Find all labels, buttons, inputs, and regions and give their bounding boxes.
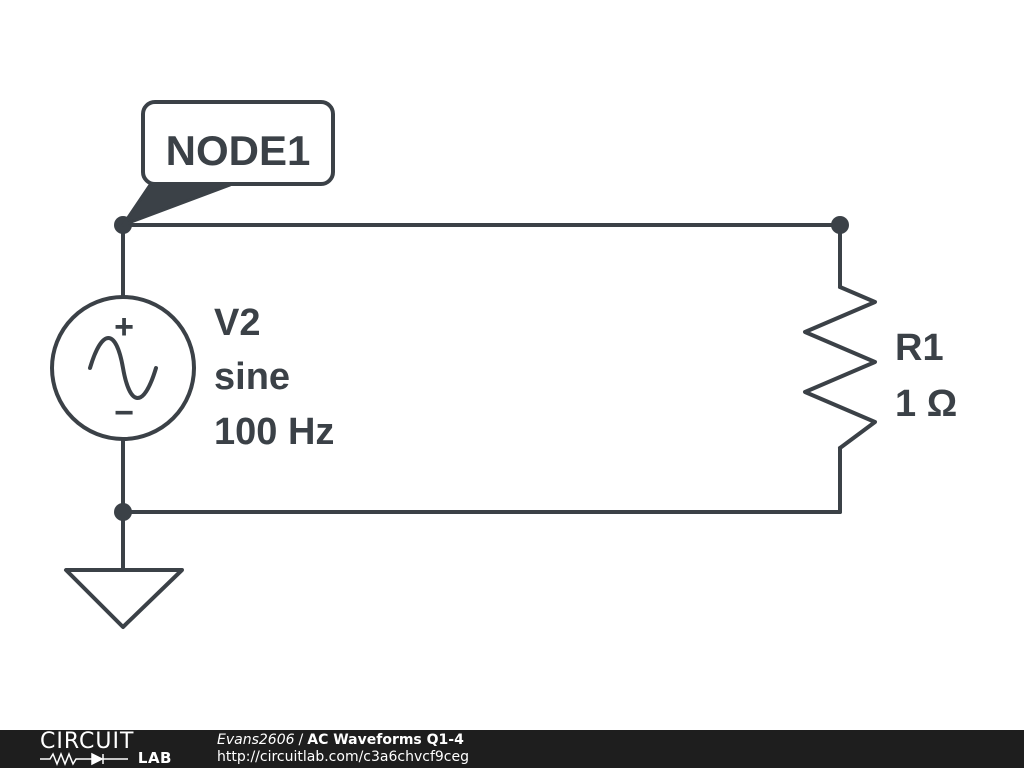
resistor-diode-logo-icon (40, 752, 128, 766)
circuit-byline: Evans2606/AC Waveforms Q1-4 (217, 732, 469, 749)
ground-symbol (64, 568, 184, 629)
footer-bar: CIRCUIT LAB Evans2606/AC Waveforms Q1-4 … (0, 730, 1024, 768)
node-label: NODE1 (166, 127, 311, 174)
node-dot-top-right (831, 216, 849, 234)
resistor-symbol (803, 285, 877, 450)
sine-wave-icon (88, 336, 158, 400)
voltage-source-symbol (50, 295, 196, 441)
author-link[interactable]: Evans2606 (217, 732, 295, 748)
circuit-title[interactable]: AC Waveforms Q1-4 (307, 732, 464, 748)
source-minus-sign: − (114, 394, 134, 432)
source-name-label: V2 (214, 302, 260, 344)
resistor-value-label: 1 Ω (895, 383, 957, 425)
resistor-name-label: R1 (895, 327, 944, 369)
source-frequency-label: 100 Hz (214, 411, 334, 453)
source-plus-sign: + (114, 308, 134, 346)
node-label-pointer (121, 183, 232, 227)
logo-text-lab: LAB (137, 749, 172, 767)
node-label-box (141, 100, 335, 186)
circuit-url[interactable]: http://circuitlab.com/c3a6chvcf9ceg (217, 749, 469, 765)
source-type-label: sine (214, 356, 290, 398)
circuit-meta: Evans2606/AC Waveforms Q1-4 http://circu… (217, 732, 469, 766)
byline-separator: / (298, 732, 304, 748)
logo-text-circuit: CIRCUIT (40, 729, 135, 754)
circuitlab-logo[interactable]: CIRCUIT LAB (40, 731, 180, 767)
node-dot-bottom-left (114, 503, 132, 521)
circuit-schematic: NODE1 + − V2 sine 100 Hz R1 1 Ω (50, 100, 957, 629)
